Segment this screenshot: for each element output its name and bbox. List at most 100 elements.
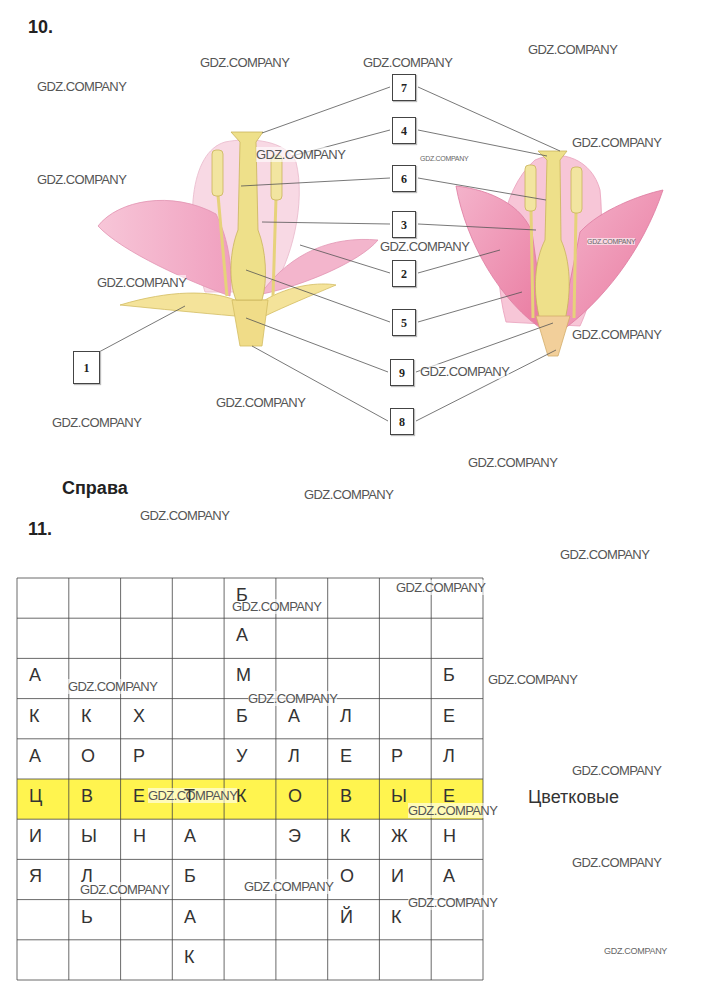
crossword-letter: Л (81, 867, 93, 885)
crossword-letter: Э (288, 827, 301, 845)
crossword-letter: А (29, 666, 41, 684)
watermark: GDZ.COMPANY (420, 364, 509, 379)
crossword-letter: Р (391, 747, 403, 765)
crossword-letter: К (340, 827, 351, 845)
callout-box: 4 (392, 117, 416, 144)
callout-number: 6 (401, 173, 407, 185)
crossword-letter: Ы (391, 787, 407, 805)
watermark: GDZ.COMPANY (408, 803, 497, 818)
watermark: GDZ.COMPANY (488, 672, 577, 687)
crossword-letter: М (236, 666, 251, 684)
watermark: GDZ.COMPANY (380, 239, 469, 254)
watermark: GDZ.COMPANY (572, 327, 661, 342)
watermark: GDZ.COMPANY (216, 395, 305, 410)
callout-number: 4 (401, 125, 407, 137)
callout-box: 6 (392, 165, 416, 192)
watermark: GDZ.COMPANY (140, 508, 229, 523)
watermark: GDZ.COMPANY (80, 882, 169, 897)
callout-number: 7 (401, 82, 407, 94)
callout-number: 9 (399, 367, 405, 379)
crossword-letter: Ж (391, 827, 408, 845)
crossword-letter: Р (133, 747, 145, 765)
crossword-letter: К (29, 707, 40, 725)
watermark: GDZ.COMPANY (468, 455, 557, 470)
crossword-letter: А (184, 827, 196, 845)
crossword-letter: Б (443, 666, 455, 684)
watermark: GDZ.COMPANY (396, 580, 485, 595)
crossword-letter: Л (340, 707, 352, 725)
watermark: GDZ.COMPANY (256, 147, 345, 162)
watermark: GDZ.COMPANY (200, 55, 289, 70)
crossword-letter: А (29, 747, 41, 765)
crossword-letter: Н (443, 827, 456, 845)
crossword-letter: К (236, 787, 247, 805)
watermark: GDZ.COMPANY (304, 487, 393, 502)
watermark: GDZ.COMPANY (52, 415, 141, 430)
crossword-letter: Е (133, 787, 145, 805)
callout-box: 8 (390, 408, 414, 435)
watermark: GDZ.COMPANY (37, 172, 126, 187)
crossword-letter: И (391, 867, 404, 885)
watermark: GDZ.COMPANY (97, 275, 186, 290)
watermark: GDZ.COMPANY (572, 855, 661, 870)
crossword-letter: Е (340, 747, 352, 765)
crossword-letter: В (81, 787, 93, 805)
crossword-letter: Е (443, 707, 455, 725)
watermark: GDZ.COMPANY (587, 238, 635, 245)
watermark: GDZ.COMPANY (420, 155, 468, 162)
crossword-letter: В (340, 787, 352, 805)
watermark: GDZ.COMPANY (528, 42, 617, 57)
crossword-letter: К (184, 948, 195, 966)
crossword-letter: Ы (81, 827, 97, 845)
watermark: GDZ.COMPANY (244, 879, 333, 894)
leader-lines (99, 87, 560, 421)
crossword-letter: О (81, 747, 95, 765)
crossword-letter: Ь (81, 908, 93, 926)
section-number: 11. (28, 520, 52, 538)
crossword-letter: А (288, 707, 300, 725)
crossword-letter: О (288, 787, 302, 805)
callout-box: 3 (392, 211, 416, 238)
crossword-letter: Л (443, 747, 455, 765)
watermark: GDZ.COMPANY (248, 691, 337, 706)
callout-number: 3 (401, 219, 407, 231)
callout-box: 2 (392, 260, 416, 287)
crossword-letter: И (29, 827, 42, 845)
crossword-letter: О (340, 867, 354, 885)
crossword-letter: Б (236, 707, 248, 725)
flower-left (98, 132, 378, 346)
watermark: GDZ.COMPANY (572, 135, 661, 150)
watermark: GDZ.COMPANY (572, 763, 661, 778)
answer-note: Справа (62, 479, 128, 497)
callout-number: 1 (84, 362, 90, 374)
callout-box: 5 (392, 309, 416, 336)
callout-number: 8 (399, 416, 405, 428)
crossword-letter: Х (133, 707, 145, 725)
crossword-grid (17, 578, 483, 980)
watermark: GDZ.COMPANY (604, 947, 667, 956)
crossword-letter: А (236, 626, 248, 644)
watermark: GDZ.COMPANY (363, 55, 452, 70)
callout-number: 5 (401, 317, 407, 329)
watermark: GDZ.COMPANY (408, 895, 497, 910)
callout-box: 1 (73, 351, 100, 384)
watermark: GDZ.COMPANY (560, 547, 649, 562)
crossword-letter: К (81, 707, 92, 725)
crossword-letter: Я (29, 867, 42, 885)
crossword-letter: Е (443, 787, 455, 805)
watermark: GDZ.COMPANY (37, 79, 126, 94)
crossword-letter: А (443, 867, 455, 885)
answer-word: Цветковые (528, 788, 619, 806)
crossword-letter: У (236, 747, 247, 765)
crossword-letter: Б (184, 867, 196, 885)
crossword-letter: Б (236, 586, 248, 604)
callout-number: 2 (401, 268, 407, 280)
crossword-letter: Ц (29, 787, 42, 805)
crossword-letter: Н (133, 827, 146, 845)
section-number: 10. (28, 18, 53, 36)
crossword-letter: Л (288, 747, 300, 765)
crossword-letter: А (184, 908, 196, 926)
callout-box: 7 (392, 74, 416, 101)
crossword-letter: Т (184, 787, 195, 805)
crossword-letter: Й (340, 908, 353, 926)
